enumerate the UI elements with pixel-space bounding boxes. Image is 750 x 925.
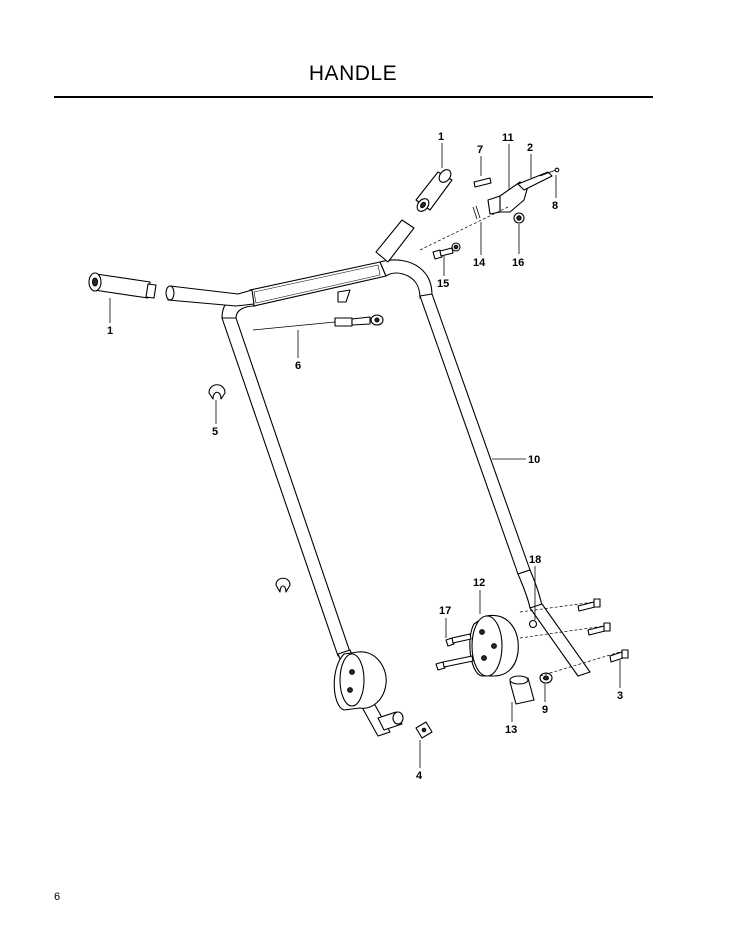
callout-6: 6: [295, 360, 301, 372]
handle-frame: [221, 259, 591, 737]
callout-16: 16: [512, 257, 524, 269]
leader-lines: [109, 143, 621, 768]
callout-1-right-grip: 1: [438, 131, 444, 143]
callouts: 1 1 2 3 4 5 6 7 8 9 10 11 12 13 14 15 16…: [107, 131, 623, 782]
grip-right: [375, 169, 453, 263]
clip-4: [415, 721, 433, 739]
callout-4: 4: [416, 770, 423, 782]
callout-5: 5: [212, 426, 218, 438]
page-title: HANDLE: [308, 62, 398, 85]
callout-10: 10: [528, 454, 540, 466]
callout-1-left-grip: 1: [107, 325, 113, 337]
title-rule: [54, 96, 653, 98]
callout-3: 3: [617, 690, 623, 702]
clamp-5: [208, 384, 226, 400]
callout-17: 17: [439, 605, 451, 617]
cable: [252, 314, 384, 331]
callout-2: 2: [527, 142, 533, 154]
wheel-right: [469, 614, 519, 677]
wheel-left: [333, 651, 404, 731]
callout-8: 8: [552, 200, 558, 212]
callout-7: 7: [477, 144, 483, 156]
clamp-lower: [275, 577, 291, 593]
lever-assembly: [419, 167, 560, 260]
page-number: 6: [54, 891, 61, 903]
grip-left: [88, 272, 255, 307]
wheel-hardware: [435, 598, 629, 705]
callout-11: 11: [502, 132, 514, 144]
callout-14: 14: [473, 257, 486, 269]
callout-12: 12: [473, 577, 485, 589]
callout-13: 13: [505, 724, 517, 736]
callout-18: 18: [529, 554, 541, 566]
callout-15: 15: [437, 278, 449, 290]
callout-9: 9: [542, 704, 548, 716]
